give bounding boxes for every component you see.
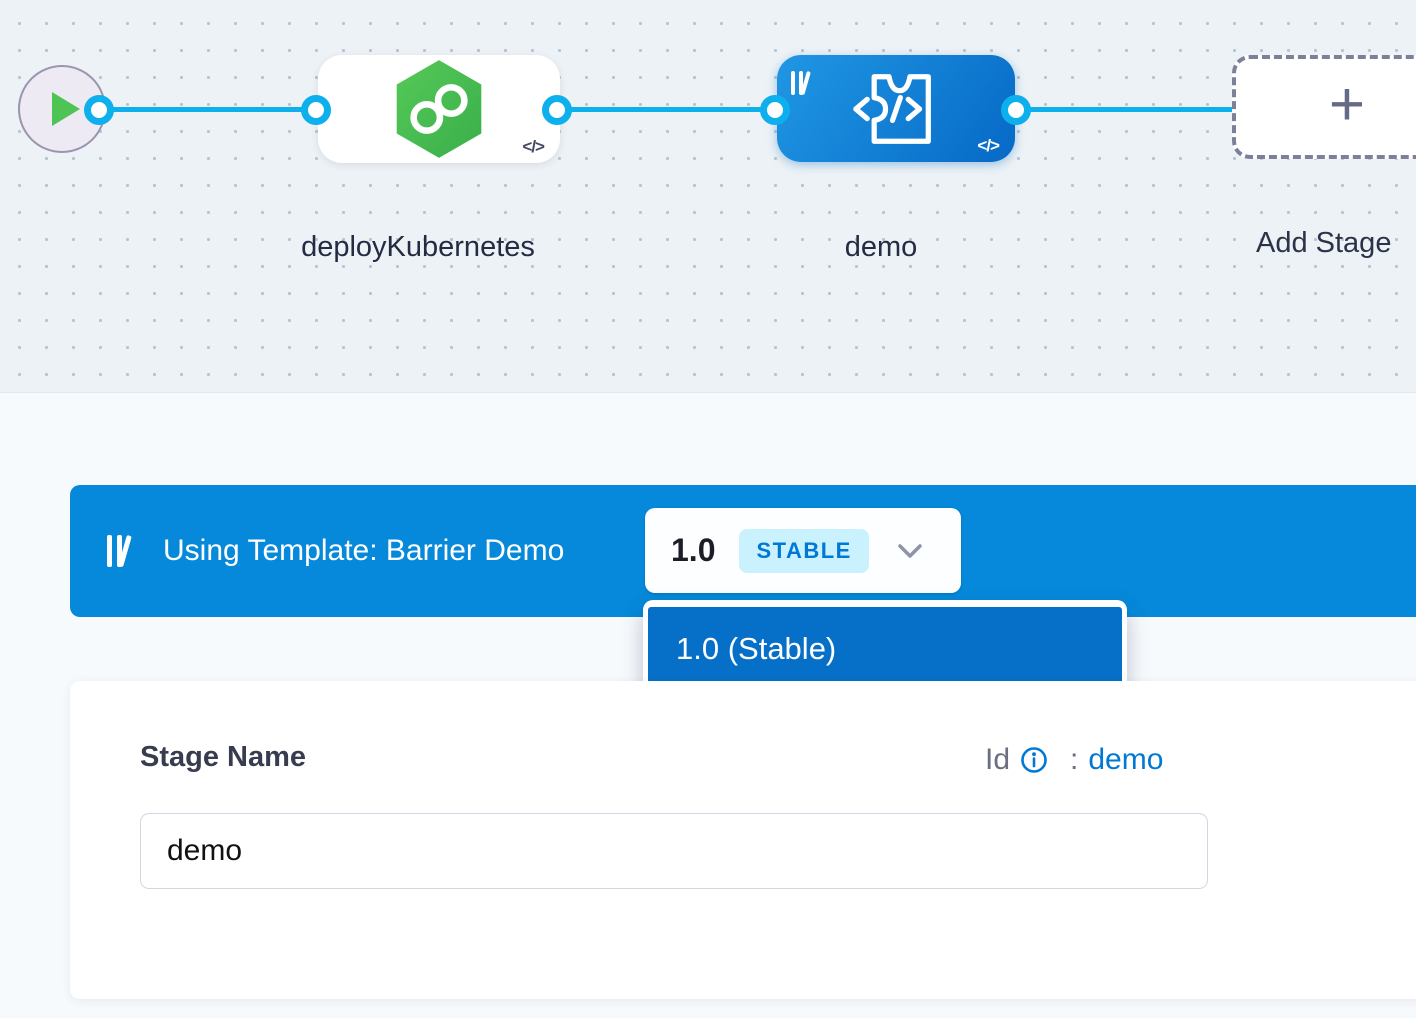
stage-label-deploykubernetes: deployKubernetes: [301, 231, 535, 263]
stage-id-value[interactable]: demo: [1088, 743, 1164, 776]
stage-node-demo[interactable]: </>: [777, 55, 1015, 162]
port-deploy-in[interactable]: [301, 95, 331, 125]
id-label: Id: [985, 743, 1011, 776]
using-template-label: Using Template: Barrier Demo: [163, 534, 565, 567]
play-icon: [52, 92, 80, 126]
version-dropdown-item[interactable]: 1.0 (Stable): [648, 607, 1122, 690]
yaml-code-icon[interactable]: </>: [522, 137, 545, 156]
stage-name-input[interactable]: [140, 813, 1208, 889]
add-stage-button[interactable]: +: [1232, 55, 1416, 159]
edge-demo-to-add: [1008, 107, 1238, 112]
port-start-out[interactable]: [84, 95, 114, 125]
port-demo-in[interactable]: [760, 95, 790, 125]
template-icon: [791, 71, 815, 96]
info-icon[interactable]: [1020, 746, 1048, 774]
template-version-selector[interactable]: 1.0 STABLE: [645, 508, 961, 593]
template-version-value: 1.0: [671, 532, 716, 568]
version-dropdown-menu: 1.0 (Stable): [643, 600, 1127, 697]
deploy-stage-icon: [396, 60, 482, 158]
stage-overview-panel: Stage Name Id : demo: [70, 681, 1416, 999]
using-template-banner: Using Template: Barrier Demo 1.0 STABLE: [70, 485, 1416, 617]
add-stage-label: Add Stage: [1256, 227, 1392, 259]
edge-start-to-deploy: [90, 107, 325, 112]
stable-badge: STABLE: [739, 528, 869, 573]
chevron-down-icon: [897, 543, 923, 559]
yaml-code-icon[interactable]: </>: [977, 136, 1000, 155]
stage-name-label: Stage Name: [140, 741, 307, 773]
port-demo-out[interactable]: [1001, 95, 1031, 125]
edge-deploy-to-demo: [548, 107, 788, 112]
stage-id-row: Id : demo: [985, 743, 1163, 777]
port-deploy-out[interactable]: [542, 95, 572, 125]
id-separator: :: [1070, 743, 1079, 776]
custom-stage-icon: [853, 73, 931, 144]
template-icon: [107, 535, 137, 568]
stage-label-demo: demo: [844, 231, 918, 263]
pipeline-canvas[interactable]: </> </> + deployKubernetes demo: [0, 0, 1416, 393]
stage-node-deploykubernetes[interactable]: </>: [318, 55, 560, 163]
